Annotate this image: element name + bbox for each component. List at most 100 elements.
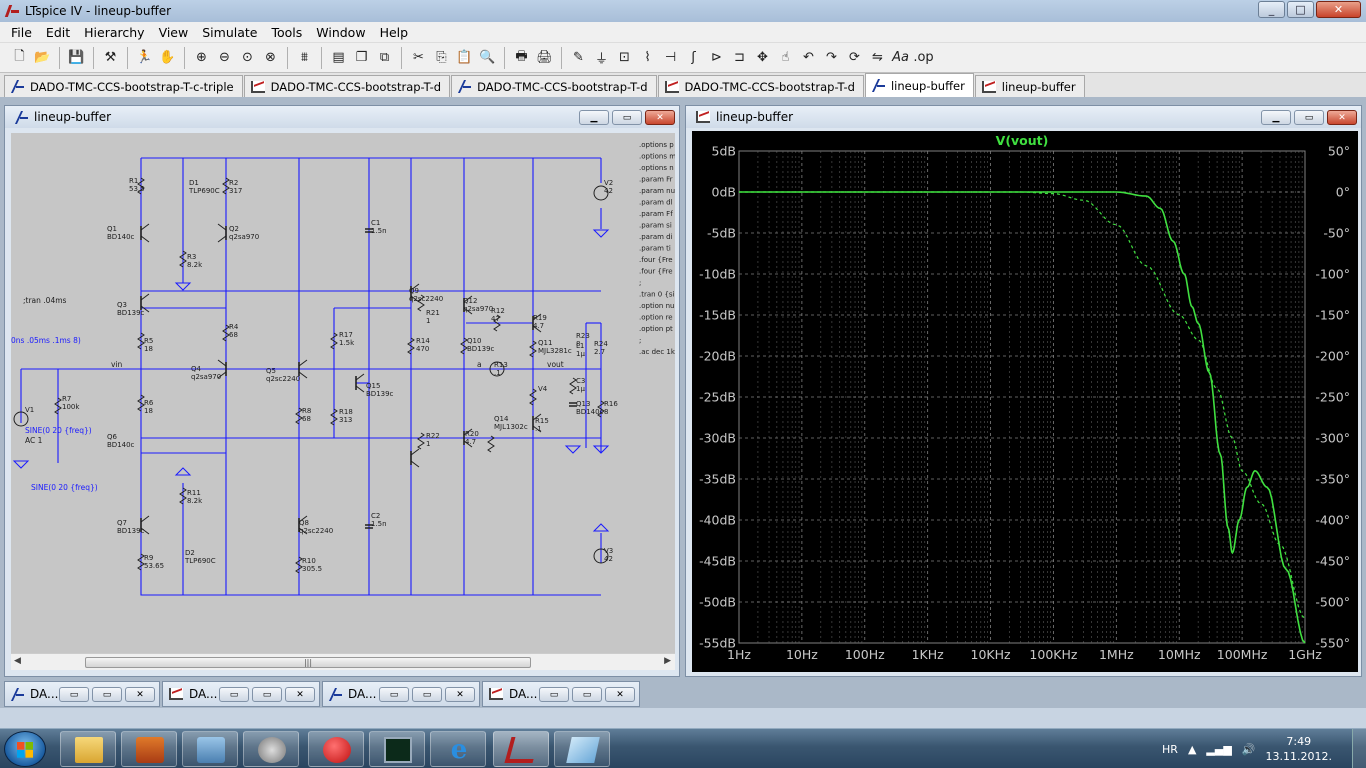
schematic-minimize-button[interactable]: ▁	[579, 110, 609, 125]
scroll-thumb[interactable]: |||	[85, 657, 531, 668]
spice-directive: .param Ff	[639, 210, 673, 218]
resistor-symbol	[179, 487, 187, 505]
transistor-symbol	[355, 385, 365, 393]
menu-simulate[interactable]: Simulate	[202, 24, 258, 40]
halt-icon[interactable]: ✋	[159, 50, 176, 65]
ltspice-taskbar-button[interactable]	[493, 731, 549, 767]
copy-icon[interactable]: ⎘	[436, 50, 447, 65]
y-right-tick-label: -400°	[1315, 513, 1350, 528]
tab-1[interactable]: DADO-TMC-CCS-bootstrap-T-d	[243, 75, 451, 97]
x-tick-label: 100Hz	[845, 647, 885, 662]
rotate-icon[interactable]: ⟳	[849, 50, 860, 65]
scroll-left-icon[interactable]: ◀	[14, 656, 21, 666]
sine-label-1: SINE(0 20 {freq})	[25, 426, 92, 435]
menu-window[interactable]: Window	[316, 24, 366, 40]
menu-edit[interactable]: Edit	[45, 24, 71, 40]
zoom-fit-icon[interactable]: ⊙	[242, 50, 253, 65]
schematic-close-button[interactable]: ✕	[645, 110, 675, 125]
print-setup-icon[interactable]: 🖶	[515, 48, 528, 64]
show-desktop-button[interactable]	[1352, 729, 1366, 768]
minimized-doc-3[interactable]: DA... ▭▭✕	[482, 681, 640, 707]
autorange-icon[interactable]: ⩩	[301, 50, 308, 65]
app3-taskbar-button[interactable]	[182, 731, 238, 767]
part-value-R7: 100k	[62, 403, 80, 411]
tile-horizontal-icon[interactable]: ▤	[332, 50, 345, 65]
network-tray-icon[interactable]: ▂▄▆	[1206, 742, 1232, 756]
paste-icon[interactable]: 📋	[456, 50, 473, 65]
part-value-R13: .1	[494, 369, 501, 377]
resistor-icon[interactable]: ⌇	[644, 50, 651, 65]
minimize-button[interactable]: _	[1258, 1, 1285, 18]
tab-2[interactable]: DADO-TMC-CCS-bootstrap-T-d	[451, 75, 657, 97]
control-panel-icon[interactable]: ⚒	[104, 50, 117, 65]
tab-3[interactable]: DADO-TMC-CCS-bootstrap-T-d	[657, 75, 864, 97]
schematic-icon	[15, 111, 28, 124]
redo-icon[interactable]: ↷	[826, 50, 837, 65]
schematic-hscrollbar[interactable]: ◀ ||| ▶	[11, 653, 675, 670]
volume-icon[interactable]: 🔊	[1241, 742, 1256, 756]
menu-help[interactable]: Help	[379, 24, 409, 40]
capacitor-icon[interactable]: ⊣	[664, 50, 677, 65]
start-button[interactable]	[4, 731, 46, 767]
cut-icon[interactable]: ✂	[413, 50, 424, 65]
schematic-restore-button[interactable]: ▭	[612, 110, 642, 125]
zoom-cancel-icon[interactable]: ⊗	[265, 50, 276, 65]
minimized-doc-2[interactable]: DA... ▭▭✕	[322, 681, 480, 707]
app6-taskbar-button[interactable]	[369, 731, 425, 767]
resistor-symbol	[295, 556, 303, 574]
part-value-Q13: BD140c	[576, 408, 604, 416]
tray-expand-icon[interactable]: ▲	[1187, 742, 1197, 756]
app8-taskbar-button[interactable]	[554, 731, 610, 767]
menu-view[interactable]: View	[158, 24, 189, 40]
language-indicator[interactable]: HR	[1162, 742, 1178, 756]
tab-4[interactable]: lineup-buffer	[864, 73, 974, 97]
maximize-button[interactable]: □	[1287, 1, 1314, 18]
cascade-icon[interactable]: ❐	[355, 50, 368, 65]
app4-taskbar-button[interactable]	[243, 731, 299, 767]
label-icon[interactable]: ⊡	[619, 50, 630, 65]
run-icon[interactable]: 🏃	[136, 50, 153, 65]
plot-close-button[interactable]: ✕	[1327, 110, 1357, 125]
tab-5[interactable]: lineup-buffer	[974, 75, 1085, 97]
close-button[interactable]: ✕	[1316, 1, 1361, 18]
close-windows-icon[interactable]: ⧉	[379, 50, 390, 65]
tab-0[interactable]: DADO-TMC-CCS-bootstrap-T-c-triple	[4, 75, 243, 97]
drag-icon[interactable]: ☝	[781, 50, 790, 65]
wire-icon[interactable]: ✎	[573, 50, 584, 65]
minimized-doc-0[interactable]: DA... ▭▭✕	[4, 681, 160, 707]
part-ref-Q13: Q13	[576, 400, 590, 408]
scroll-right-icon[interactable]: ▶	[664, 656, 671, 666]
plot-restore-button[interactable]: ▭	[1294, 110, 1324, 125]
ground-icon[interactable]: ⏚	[594, 52, 608, 67]
zoom-out-icon[interactable]: ⊖	[219, 50, 230, 65]
plot-minimize-button[interactable]: ▁	[1261, 110, 1291, 125]
part-ref-V3: V3	[604, 547, 613, 555]
spice-directive: .four {Fre	[639, 268, 673, 276]
text-icon[interactable]: Aa	[892, 50, 909, 65]
spice-directive-icon[interactable]: .op	[913, 50, 934, 65]
undo-icon[interactable]: ↶	[803, 50, 814, 65]
part-ref-V1: V1	[25, 406, 34, 414]
ie-taskbar-button[interactable]: e	[430, 731, 486, 767]
new-schematic-icon[interactable]: 🗋	[14, 48, 25, 64]
app2-taskbar-button[interactable]	[121, 731, 177, 767]
app5-taskbar-button[interactable]	[308, 731, 364, 767]
open-icon[interactable]: 📂	[34, 50, 51, 65]
menu-hierarchy[interactable]: Hierarchy	[84, 24, 145, 40]
print-icon[interactable]: 🖨	[536, 50, 553, 65]
diode-icon[interactable]: ⊳	[711, 50, 722, 65]
save-icon[interactable]: 💾	[68, 50, 85, 65]
menu-file[interactable]: File	[11, 24, 32, 40]
menu-tools[interactable]: Tools	[271, 24, 303, 40]
mirror-icon[interactable]: ⇋	[872, 50, 883, 65]
component-icon[interactable]: ⊐	[734, 50, 745, 65]
minimized-doc-1[interactable]: DA... ▭▭✕	[162, 681, 320, 707]
move-icon[interactable]: ✥	[757, 50, 768, 65]
explorer-taskbar-button[interactable]	[60, 731, 116, 767]
inductor-icon[interactable]: ʃ	[691, 50, 696, 65]
find-icon[interactable]: 🔍	[479, 50, 496, 65]
zoom-in-icon[interactable]: ⊕	[196, 50, 207, 65]
